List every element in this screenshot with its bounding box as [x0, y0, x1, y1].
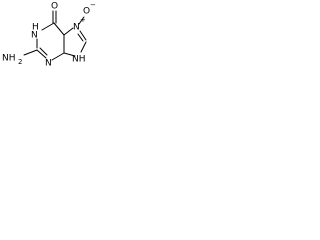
bond-c2-nh2 — [23, 49, 38, 56]
bond-n9-c4 — [63, 52, 76, 57]
n-plus-label: N — [73, 23, 80, 33]
atom-labels: O O − H N NH 2 N N + NH — [2, 1, 96, 69]
amino-group-label: NH — [2, 54, 16, 64]
bond-n7-c8-b — [77, 33, 84, 42]
ring-n1-label: N — [31, 31, 38, 41]
bond-c2-n3-b — [39, 47, 48, 56]
ring-n3-label: N — [45, 59, 52, 69]
bond-c5-c6 — [53, 22, 65, 36]
ring-nh-h-label: H — [32, 23, 39, 33]
bonds — [23, 10, 87, 61]
carbonyl-oxygen-label: O — [51, 2, 58, 12]
bond-c2-n3-a — [36, 49, 47, 59]
bond-c6-n1 — [41, 22, 55, 31]
n-plus-charge-label: + — [80, 16, 86, 24]
bond-c5-n7 — [63, 27, 74, 36]
oxide-oxygen-label: O — [83, 7, 90, 17]
bond-n7-oxide — [78, 16, 85, 25]
bond-n7-c8-a — [79, 30, 87, 41]
bond-n3-c4 — [51, 52, 65, 61]
oxide-charge-label: − — [90, 1, 96, 9]
amino-subscript-label: 2 — [18, 58, 22, 66]
bond-c8-n9 — [80, 41, 87, 53]
imidazole-nh-label: NH — [72, 55, 86, 65]
chemical-structure: O O − H N NH 2 N N + NH — [2, 1, 96, 69]
